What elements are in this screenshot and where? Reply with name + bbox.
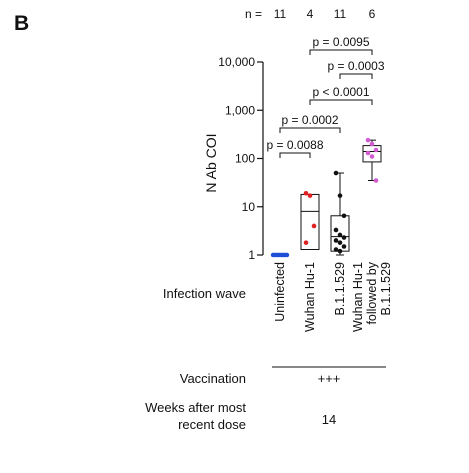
n-value: 6 xyxy=(369,7,376,21)
weeks-value: 14 xyxy=(322,412,336,427)
y-tick-label: 10 xyxy=(242,200,256,214)
data-point xyxy=(337,248,343,254)
n-value: 11 xyxy=(274,7,287,21)
p-value: p = 0.0002 xyxy=(281,113,338,127)
y-tick-label: 10,000 xyxy=(218,55,255,69)
category-label: Wuhan Hu-1 xyxy=(303,262,317,332)
bracket xyxy=(309,49,373,55)
p-value: p = 0.0003 xyxy=(327,59,384,73)
data-point xyxy=(284,252,290,258)
sample-size-row: n = 11 4 11 6 xyxy=(245,7,376,21)
data-point xyxy=(369,141,375,147)
n-value: 4 xyxy=(307,7,314,21)
weeks-label-line-2: recent dose xyxy=(178,417,246,432)
weeks-label-line-1: Weeks after most xyxy=(145,400,246,415)
category-label: followed by xyxy=(365,261,379,324)
data-point xyxy=(341,244,347,249)
data-point xyxy=(337,240,343,245)
data-point xyxy=(365,137,371,143)
y-axis-label: N Ab COI xyxy=(203,133,219,192)
bracket xyxy=(279,152,311,158)
vaccination-value: +++ xyxy=(318,371,341,386)
box-iqr xyxy=(362,145,382,163)
category-label: B.1.1.529 xyxy=(333,262,347,316)
y-tick-label: 1 xyxy=(248,248,255,262)
significance-brackets: p = 0.0095 p = 0.0003 p < 0.0001 p = 0.0002… xyxy=(266,35,385,158)
n-label: n = xyxy=(245,7,262,21)
data-point xyxy=(311,223,317,229)
data-point xyxy=(365,150,371,156)
box-iqr xyxy=(300,193,320,251)
boxes xyxy=(271,139,382,257)
y-tick-label: 1,000 xyxy=(225,103,255,117)
category-label: Wuhan Hu-1 xyxy=(351,262,365,332)
data-point xyxy=(307,193,313,198)
bracket xyxy=(279,127,341,133)
data-point xyxy=(337,193,343,198)
vaccination-label: Vaccination xyxy=(180,371,246,386)
panel-label: B xyxy=(14,12,29,35)
category-label: Uninfected xyxy=(273,262,287,322)
data-point xyxy=(373,178,379,183)
infection-wave-label: Infection wave xyxy=(163,286,246,301)
data-point xyxy=(333,227,339,233)
data-point xyxy=(303,191,309,196)
bracket xyxy=(309,99,373,105)
data-point xyxy=(373,147,379,153)
p-value: p < 0.0001 xyxy=(312,85,369,99)
data-point xyxy=(303,240,309,245)
data-point xyxy=(341,213,347,219)
p-value: p = 0.0095 xyxy=(312,35,369,49)
data-point xyxy=(333,247,339,252)
data-points xyxy=(270,137,379,258)
category-label: B.1.1.529 xyxy=(379,262,393,316)
y-ticks: 1 10 100 1,000 10,000 xyxy=(218,55,263,262)
n-value: 11 xyxy=(334,7,347,21)
data-point xyxy=(341,235,347,240)
p-value: p = 0.0088 xyxy=(266,138,323,152)
data-point xyxy=(333,238,339,243)
data-point xyxy=(369,154,375,159)
bracket xyxy=(339,73,373,79)
y-tick-label: 100 xyxy=(235,152,255,166)
data-point xyxy=(337,232,343,238)
data-point xyxy=(333,170,339,176)
